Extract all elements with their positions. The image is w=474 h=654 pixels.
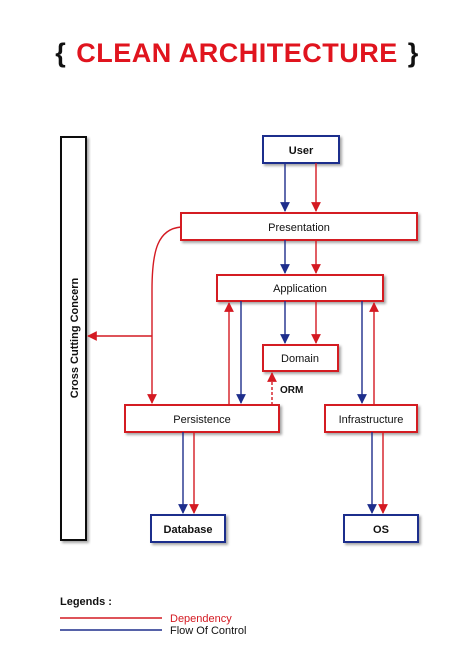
legend: Legends : Dependency Flow Of Control bbox=[60, 596, 246, 637]
legend-dependency-label: Dependency bbox=[170, 613, 232, 625]
os-box: OS bbox=[343, 514, 419, 543]
title-text: CLEAN ARCHITECTURE bbox=[76, 38, 398, 68]
persistence-box: Persistence bbox=[124, 404, 280, 433]
cross-cutting-concern-label: Cross Cutting Concern bbox=[69, 278, 81, 399]
database-box: Database bbox=[150, 514, 226, 543]
cross-cutting-concern-box: Cross Cutting Concern bbox=[60, 136, 87, 541]
database-label: Database bbox=[164, 524, 213, 536]
orm-label: ORM bbox=[280, 385, 303, 396]
arrow-presentation-persistence-dependency bbox=[147, 226, 182, 404]
presentation-box: Presentation bbox=[180, 212, 418, 241]
presentation-label: Presentation bbox=[268, 222, 330, 234]
domain-label: Domain bbox=[281, 353, 319, 365]
infrastructure-box: Infrastructure bbox=[324, 404, 418, 433]
title-open-brace: { bbox=[55, 38, 67, 68]
application-box: Application bbox=[216, 274, 384, 302]
user-box: User bbox=[262, 135, 340, 164]
infrastructure-label: Infrastructure bbox=[339, 414, 404, 426]
persistence-label: Persistence bbox=[173, 414, 230, 426]
legend-flow-label: Flow Of Control bbox=[170, 625, 246, 637]
user-label: User bbox=[289, 145, 314, 157]
diagram-title: { CLEAN ARCHITECTURE} bbox=[0, 38, 474, 69]
legend-heading: Legends : bbox=[60, 596, 112, 608]
title-close-brace: } bbox=[407, 38, 419, 68]
os-label: OS bbox=[373, 524, 389, 536]
application-label: Application bbox=[273, 283, 327, 295]
domain-box: Domain bbox=[262, 344, 339, 372]
